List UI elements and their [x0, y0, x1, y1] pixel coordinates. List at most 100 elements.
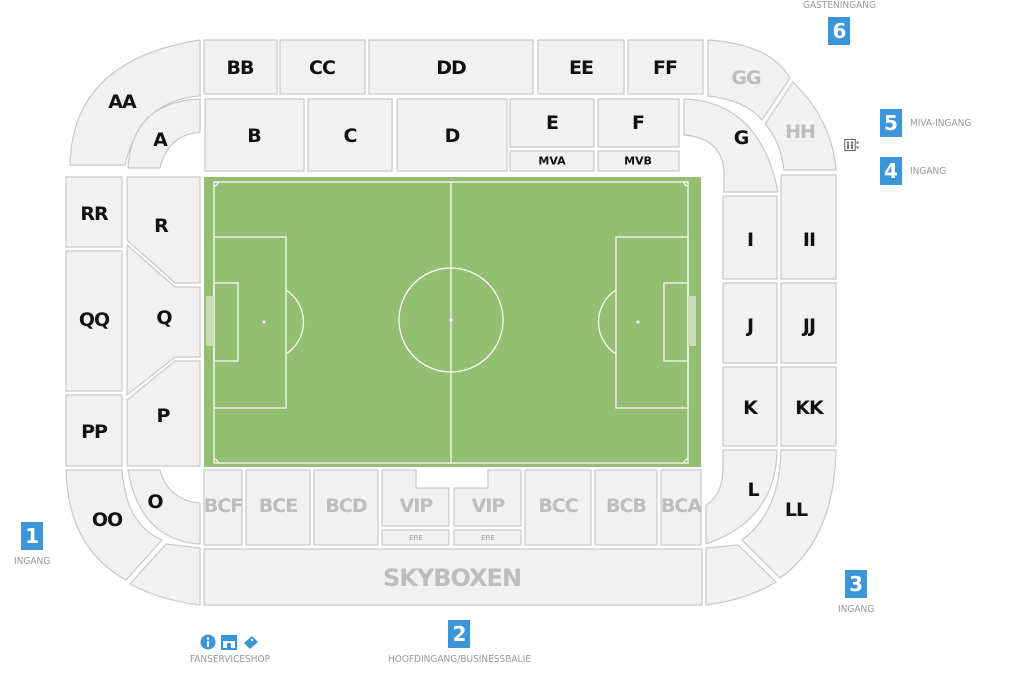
- section-J-label: J: [745, 315, 753, 337]
- section-VIP-left[interactable]: [381, 469, 450, 527]
- section-D-label: D: [445, 125, 460, 147]
- section-R-label: R: [154, 215, 169, 237]
- section-DD-label: DD: [436, 57, 466, 79]
- section-ERE-right[interactable]: [453, 529, 522, 546]
- section-LL-label: LL: [785, 499, 808, 521]
- section-OO-lower[interactable]: [129, 543, 201, 606]
- section-BCA[interactable]: [660, 469, 702, 546]
- section-P-label: P: [157, 405, 171, 427]
- section-BCB[interactable]: [594, 469, 658, 546]
- pitch: [204, 177, 701, 467]
- section-C-label: C: [344, 125, 357, 147]
- section-BCC-label: BCC: [538, 495, 577, 517]
- section-A[interactable]: [127, 98, 201, 169]
- section-ERE-right-label: ERE: [481, 534, 495, 542]
- section-EE[interactable]: [537, 39, 625, 95]
- ticket-icon: [244, 636, 258, 649]
- section-BCD[interactable]: [313, 469, 379, 546]
- section-Q[interactable]: [126, 243, 201, 397]
- corner-arc: [213, 181, 219, 187]
- entrance-6[interactable]: GASTENINGANG 6: [803, 0, 876, 45]
- section-BCB-label: BCB: [606, 495, 646, 517]
- section-VIP-left-label: VIP: [400, 495, 434, 517]
- entrance-1[interactable]: 1 INGANG: [14, 522, 50, 567]
- entrance-5-badge: 5: [880, 109, 902, 137]
- entrance-4-badge: 4: [880, 157, 902, 185]
- section-BCD-label: BCD: [325, 495, 366, 517]
- section-II-label: II: [803, 229, 815, 251]
- section-GG[interactable]: [707, 39, 791, 121]
- section-CC[interactable]: [279, 39, 366, 95]
- section-F[interactable]: [597, 98, 680, 148]
- entrance-5[interactable]: 5 MIVA-INGANG: [880, 109, 971, 137]
- corner-arc: [683, 181, 689, 187]
- fanservice-shop[interactable]: FANSERVICESHOP: [190, 634, 270, 665]
- section-J[interactable]: [722, 282, 778, 364]
- section-AA[interactable]: [69, 39, 201, 166]
- left-penalty-spot: [262, 320, 266, 324]
- section-LL[interactable]: [741, 449, 837, 579]
- section-L[interactable]: [705, 449, 778, 545]
- corner-arc: [683, 458, 689, 464]
- section-KK[interactable]: [780, 366, 837, 447]
- section-QQ[interactable]: [65, 250, 123, 392]
- section-CC-label: CC: [309, 57, 335, 79]
- section-D[interactable]: [396, 98, 508, 172]
- section-II[interactable]: [780, 174, 837, 280]
- section-BCC[interactable]: [524, 469, 592, 546]
- entrance-6-label: GASTENINGANG: [803, 0, 876, 11]
- entrance-1-label: INGANG: [14, 556, 51, 567]
- section-B-label: B: [247, 125, 261, 147]
- section-G-label: G: [734, 127, 749, 149]
- section-E[interactable]: [509, 98, 595, 148]
- section-FF[interactable]: [627, 39, 704, 95]
- section-L-label: L: [747, 479, 759, 501]
- entrance-4[interactable]: 4 INGANG: [880, 157, 946, 185]
- section-VIP-right-label: VIP: [472, 495, 506, 517]
- section-G[interactable]: [683, 98, 779, 193]
- section-I[interactable]: [722, 195, 778, 280]
- section-KK-label: KK: [795, 397, 825, 419]
- section-OO-label: OO: [92, 509, 123, 531]
- section-PP[interactable]: [65, 394, 123, 467]
- entrance-3-badge: 3: [845, 570, 868, 598]
- section-BCF-label: BCF: [204, 495, 242, 517]
- right-goal: [688, 296, 696, 346]
- section-B[interactable]: [204, 98, 305, 172]
- section-BB[interactable]: [203, 39, 278, 95]
- section-ERE-left[interactable]: [381, 529, 450, 546]
- section-OO[interactable]: [65, 469, 164, 581]
- section-JJ[interactable]: [780, 282, 837, 364]
- section-K[interactable]: [722, 366, 778, 447]
- section-R[interactable]: [126, 176, 201, 284]
- section-MVB[interactable]: [597, 150, 680, 172]
- section-MVA[interactable]: [509, 150, 595, 172]
- section-A-label: A: [153, 129, 168, 151]
- section-SKYBOXEN[interactable]: [203, 548, 703, 606]
- section-O[interactable]: [127, 469, 201, 545]
- section-I-label: I: [747, 229, 753, 251]
- section-C[interactable]: [307, 98, 393, 172]
- section-EE-label: EE: [569, 57, 593, 79]
- section-P[interactable]: [126, 360, 201, 467]
- section-BCF[interactable]: [203, 469, 243, 546]
- section-RR[interactable]: [65, 176, 123, 248]
- corner-arc: [213, 458, 219, 464]
- section-HH-label: HH: [785, 121, 815, 143]
- section-RR-label: RR: [80, 203, 109, 225]
- entrance-2[interactable]: 2 HOOFDINGANG/BUSINESSBALIE: [388, 620, 531, 665]
- section-DD[interactable]: [368, 39, 534, 95]
- section-VIP-right[interactable]: [453, 469, 522, 527]
- entrance-1-badge: 1: [21, 522, 44, 550]
- section-O-label: O: [147, 491, 163, 513]
- section-HH[interactable]: [764, 81, 837, 171]
- section-BCE[interactable]: [245, 469, 311, 546]
- section-LL-lower[interactable]: [705, 544, 777, 606]
- entrance-3[interactable]: 3 INGANG: [838, 570, 874, 615]
- entrance-3-label: INGANG: [838, 604, 875, 615]
- section-ERE-left-label: ERE: [409, 534, 423, 542]
- entrance-5-label: MIVA-INGANG: [910, 117, 972, 129]
- section-AA-label: AA: [108, 91, 137, 113]
- section-BCE-label: BCE: [259, 495, 297, 517]
